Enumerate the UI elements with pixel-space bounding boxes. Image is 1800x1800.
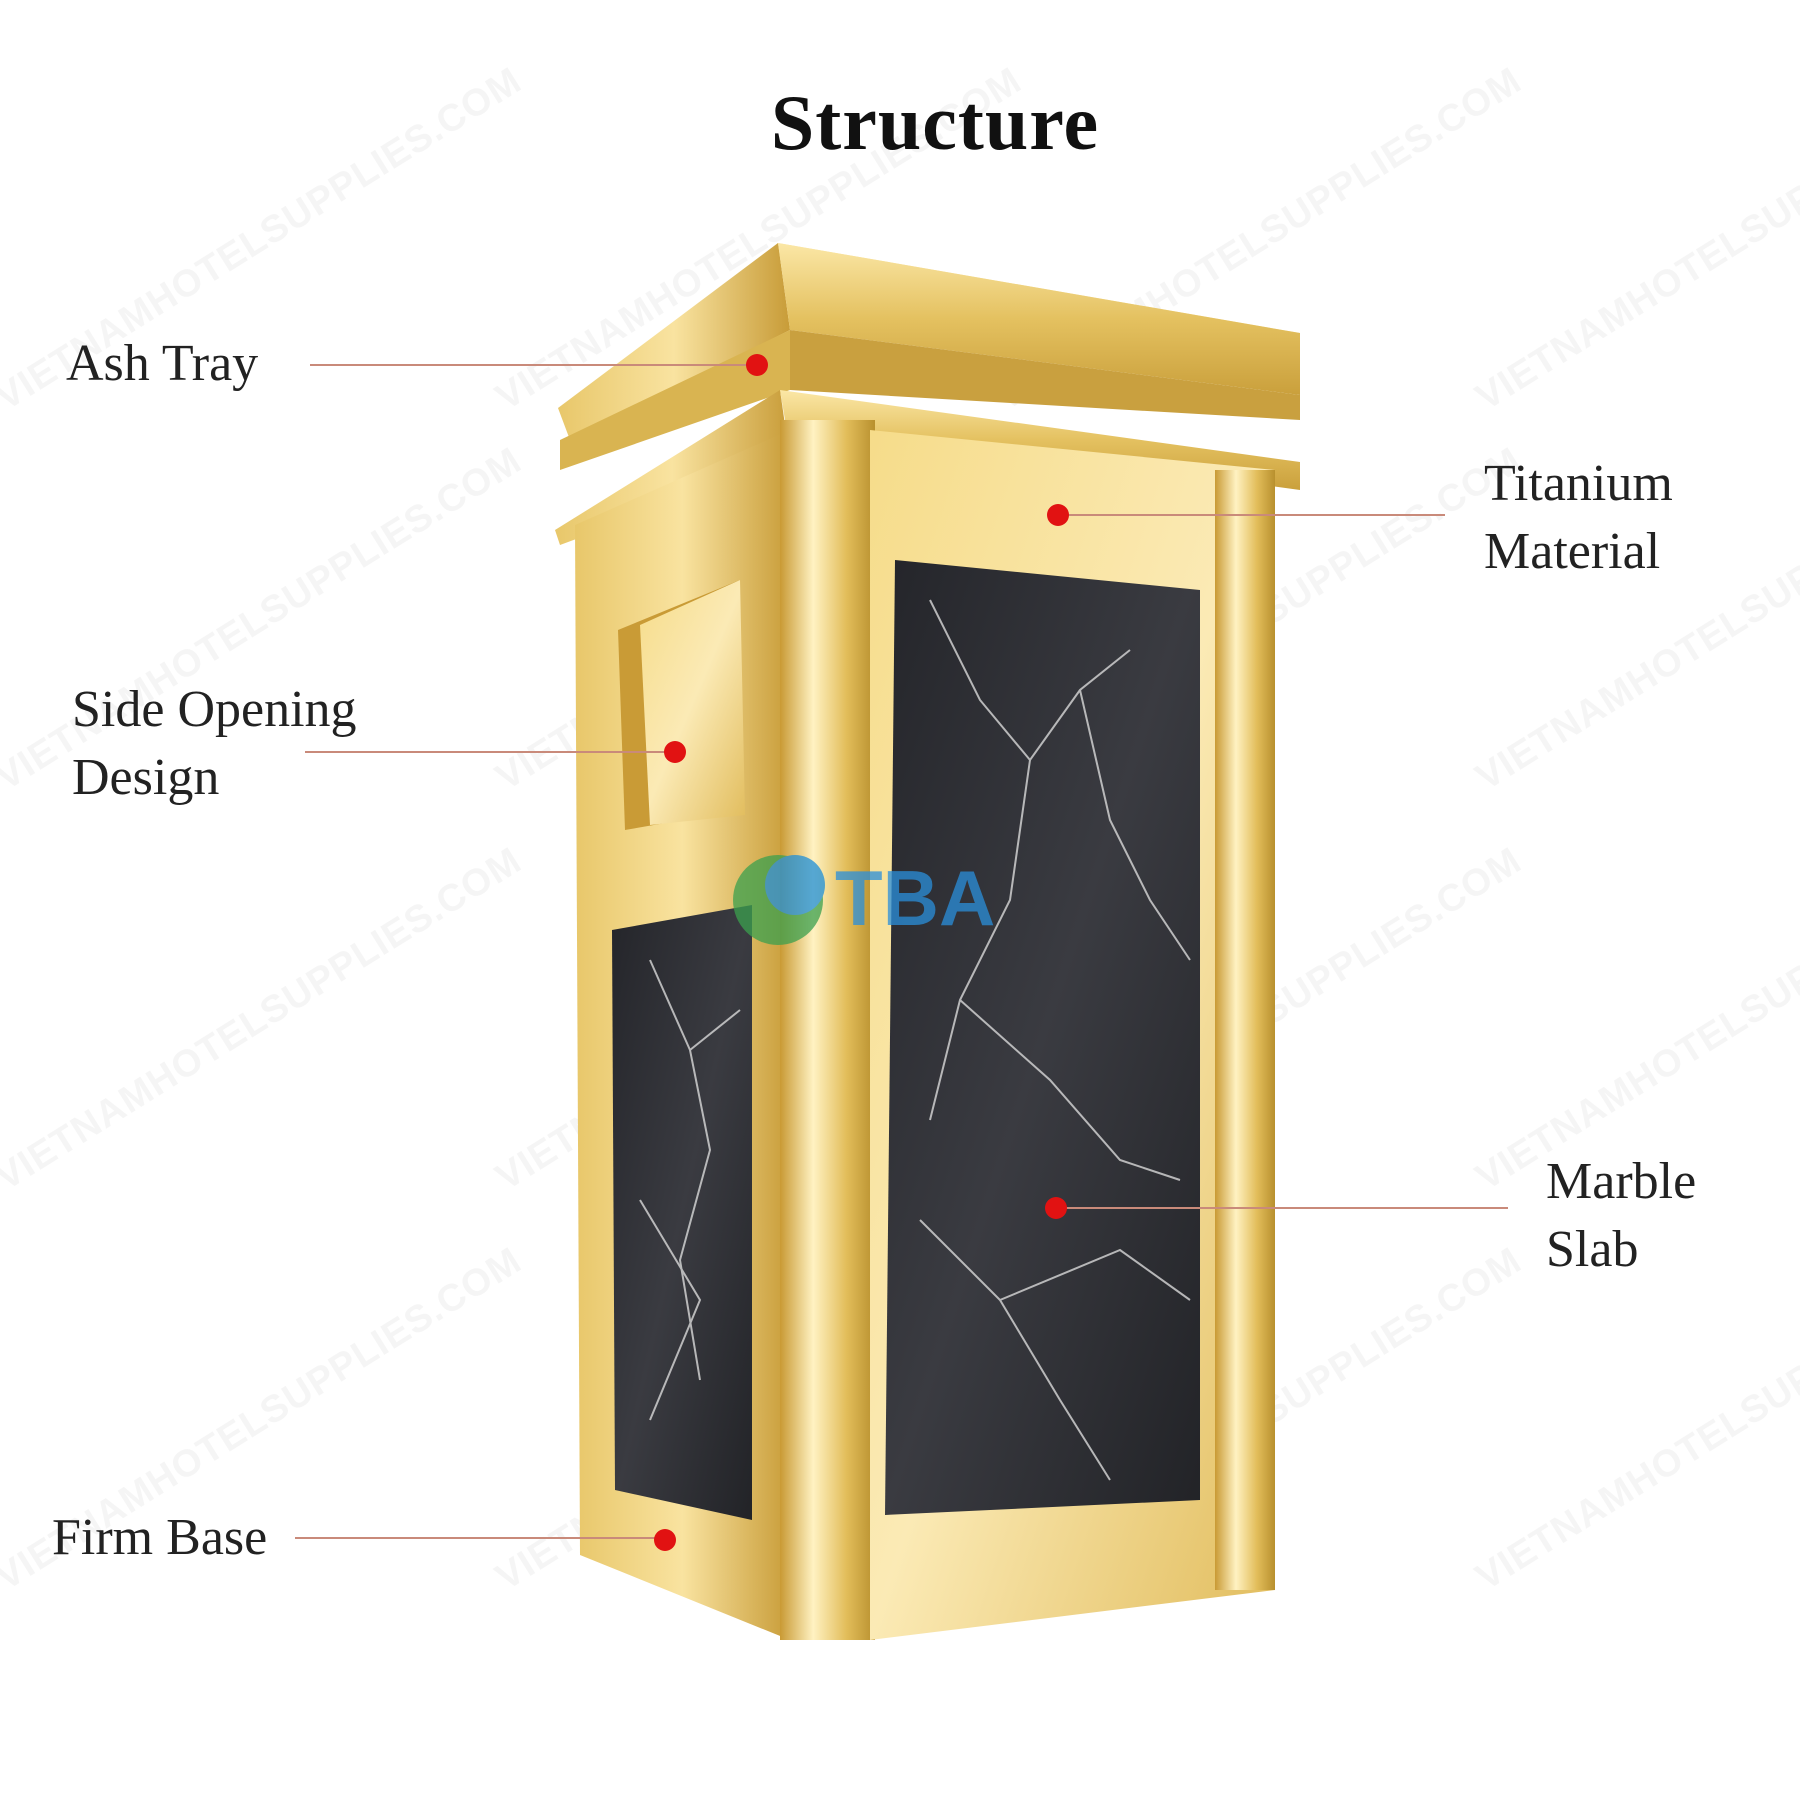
tba-logo: TBA [733,854,995,945]
dot-marble-slab [1045,1197,1067,1219]
right-column [1215,470,1275,1590]
label-ash-tray: Ash Tray [66,330,258,398]
label-firm-base: Firm Base [52,1504,267,1572]
label-line: Design [72,744,357,812]
label-line: Slab [1546,1216,1696,1284]
dot-ash-tray [746,354,768,376]
logo-text: TBA [835,854,995,942]
label-line: Material [1484,518,1673,586]
corner-column [780,420,875,1640]
label-line: Side Opening [72,676,357,744]
dot-firm-base [654,1529,676,1551]
label-titanium-material: Titanium Material [1484,450,1673,586]
dot-titanium [1047,504,1069,526]
left-marble-panel [612,905,752,1520]
label-line: Marble [1546,1148,1696,1216]
label-side-opening-design: Side Opening Design [72,676,357,812]
label-marble-slab: Marble Slab [1546,1148,1696,1284]
dot-side-opening [664,741,686,763]
label-line: Titanium [1484,450,1673,518]
